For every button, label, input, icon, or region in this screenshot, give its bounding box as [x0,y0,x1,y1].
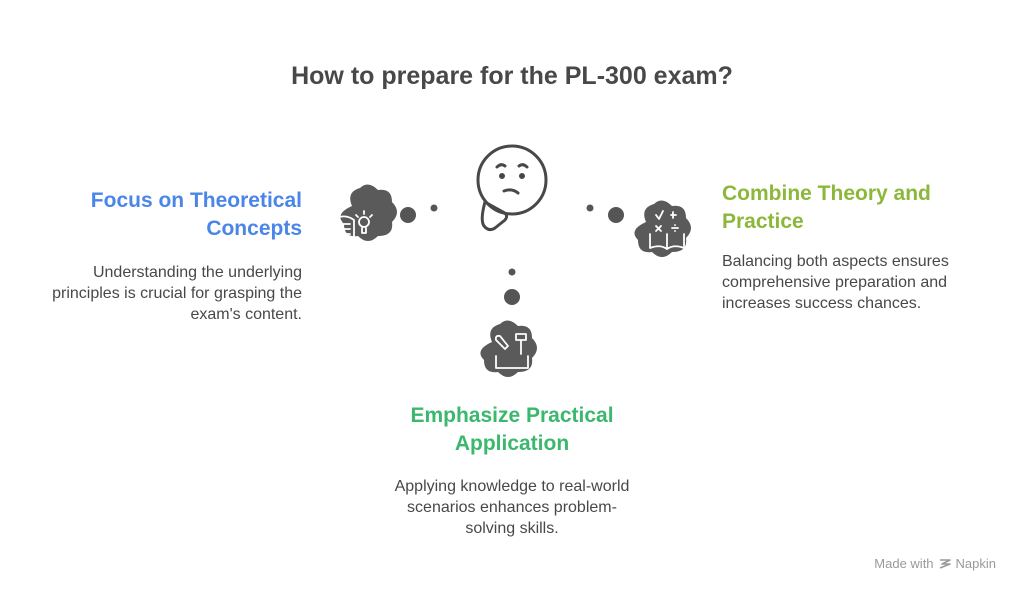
bottom-heading: Emphasize Practical Application [410,404,614,455]
connector-dot-small [508,268,516,276]
connector-dot-large [400,207,416,223]
connector-dot-large [608,207,624,223]
napkin-logo-icon [939,558,951,569]
math-book-icon [634,200,691,257]
right-heading: Combine Theory and Practice [722,182,931,233]
thinking-face-icon [476,144,548,232]
tools-box-icon [480,320,537,377]
connector-dot-large [504,289,520,305]
page-title: How to prepare for the PL-300 exam? [291,62,733,90]
right-description: Balancing both aspects ensures comprehen… [722,253,949,312]
connector-dots [400,204,624,305]
footer[interactable]: Made with Napkin [874,556,996,571]
left-description: Understanding the underlying principles … [52,264,302,323]
left-heading: Focus on Theoretical Concepts [90,189,302,240]
made-with-label: Made with [874,556,934,571]
brand-label: Napkin [955,556,996,571]
book-lightbulb-icon [335,184,397,241]
connector-dot-small [586,204,594,212]
bottom-description: Applying knowledge to real-world scenari… [394,478,630,537]
connector-dot-small [430,204,438,212]
